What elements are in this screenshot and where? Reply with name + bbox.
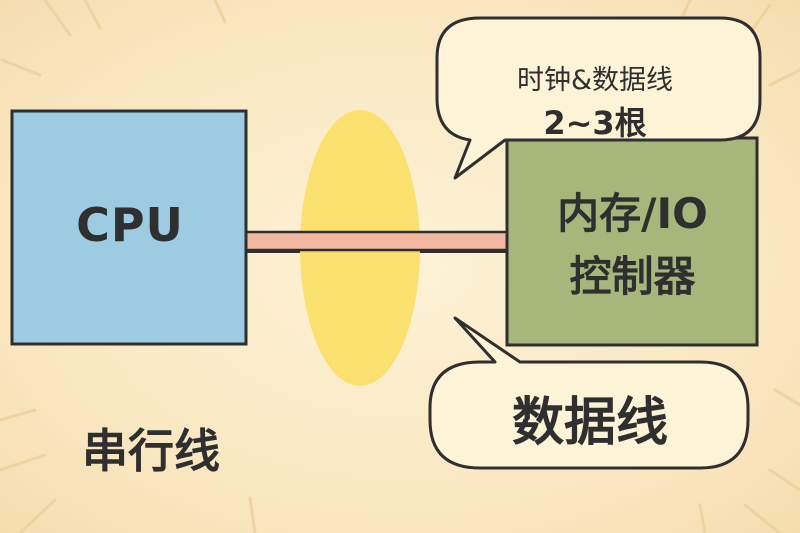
- speech-bubble-bottom: [428, 316, 750, 470]
- memory-io-label-line2: 控制器: [569, 252, 696, 301]
- bubble-top-text-line2: 2~3根: [543, 104, 647, 142]
- cpu-label: CPU: [76, 198, 184, 252]
- cpu-box: [10, 109, 248, 346]
- speech-bubble-top: [435, 16, 762, 180]
- memory-io-box: [505, 136, 759, 347]
- serial-line-label: 串行线: [82, 424, 220, 478]
- bubble-top-text-line1: 时钟&数据线: [516, 65, 674, 96]
- bubble-bottom-text: 数据线: [511, 393, 668, 453]
- memory-io-label-line1: 内存/IO: [557, 189, 708, 238]
- serial-wire: [243, 230, 512, 252]
